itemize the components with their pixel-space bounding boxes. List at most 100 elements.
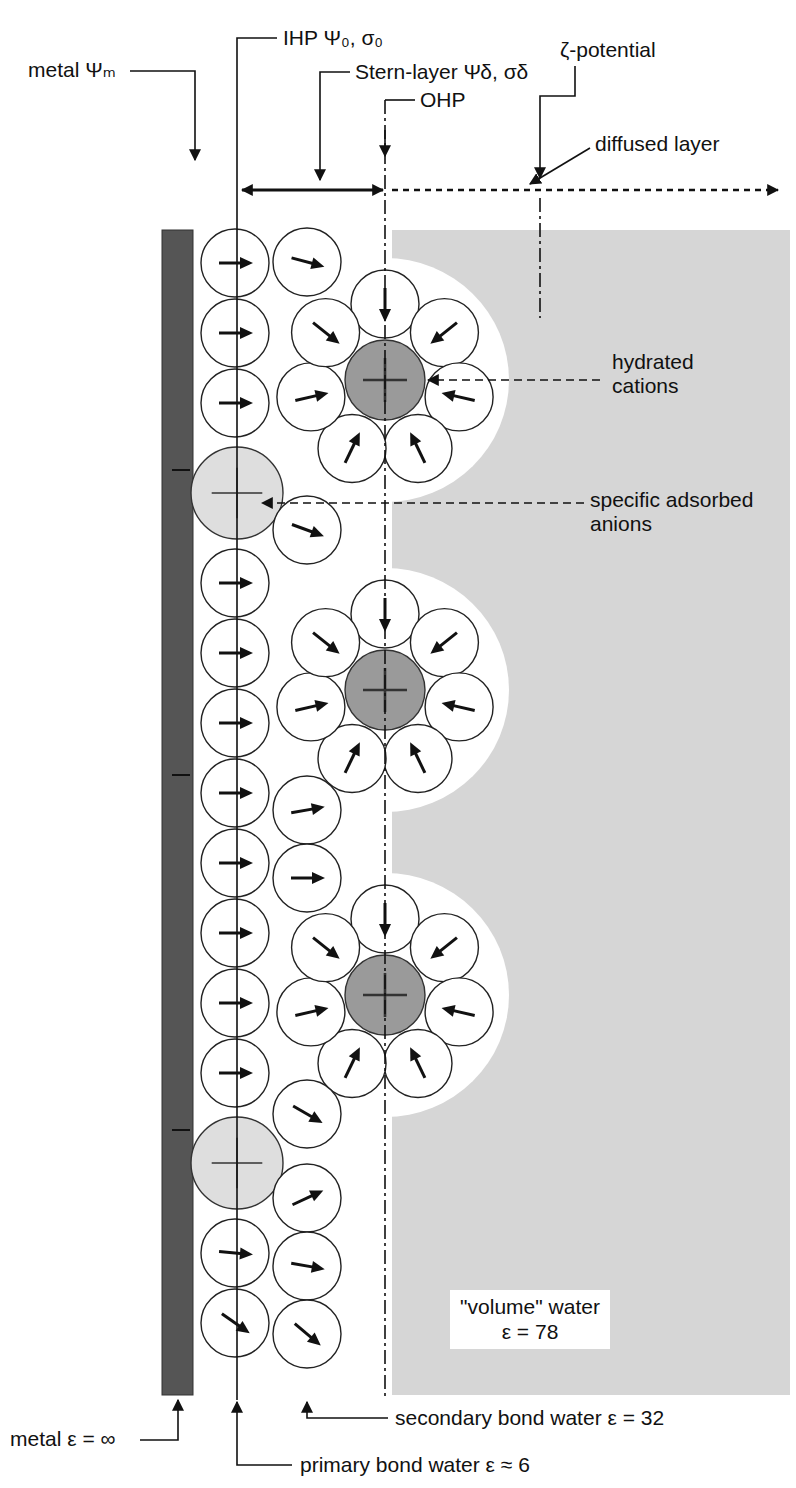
dipole-arrow (219, 402, 243, 405)
dipole-arrow (451, 705, 474, 710)
dipole-arrow (415, 751, 425, 773)
stern-label: Stern-layer Ψδ, σδ (355, 60, 528, 84)
plane-label: OHP (420, 88, 466, 112)
dipole-arrow (345, 751, 355, 773)
dipole-arrowhead (240, 257, 253, 269)
water-circle (273, 496, 341, 564)
ohp-line (384, 100, 386, 1400)
water-molecule (273, 228, 341, 296)
water-molecule (273, 1080, 341, 1148)
diffuse-span-arrow (392, 189, 778, 192)
dipole-arrowhead (442, 390, 456, 402)
dipole-arrow (293, 1106, 314, 1118)
water-molecule (410, 914, 478, 982)
dipole-arrow (438, 633, 457, 648)
water-molecule (273, 1232, 341, 1300)
water-circle (277, 978, 345, 1046)
dipole-arrowhead (309, 1190, 323, 1201)
water-molecule (384, 1029, 452, 1097)
dipole-arrowhead (240, 927, 253, 939)
dipole-arrow (438, 938, 457, 953)
dipole-arrowhead (326, 641, 340, 654)
water-molecule (201, 1289, 269, 1357)
dipole-arrowhead (349, 742, 360, 756)
dipole-arrow (219, 582, 243, 585)
dipole-arrowhead (410, 1047, 421, 1061)
water-circle (384, 414, 452, 482)
dipole-arrow (313, 323, 332, 338)
ihp-line (237, 38, 277, 1400)
water-circle (410, 609, 478, 677)
dipole-arrowhead (310, 526, 324, 537)
dipole-arrowhead (240, 857, 253, 869)
dipole-arrowhead (240, 997, 253, 1009)
dipole-arrow (313, 633, 332, 648)
water-molecule (277, 363, 345, 431)
dipole-arrow (222, 1314, 242, 1328)
dipole-arrow (219, 932, 243, 935)
leader-line (307, 1402, 388, 1418)
water-circle (201, 619, 269, 687)
dipole-arrow (451, 1010, 474, 1015)
water-circle (273, 228, 341, 296)
water-circle (384, 724, 452, 792)
water-circle (273, 776, 341, 844)
dipole-arrow (219, 1252, 243, 1254)
dipole-arrow (219, 262, 243, 265)
dipole-arrowhead (314, 390, 328, 402)
water-molecule (273, 1300, 341, 1368)
water-molecule (201, 1219, 269, 1287)
water-molecule (201, 369, 269, 437)
water-molecule (384, 724, 452, 792)
water-molecule (277, 673, 345, 741)
dipole-arrow (451, 395, 474, 400)
leader-line (262, 502, 584, 504)
dipole-arrow (219, 722, 243, 725)
water-molecule (201, 759, 269, 827)
leader-line (140, 1400, 178, 1440)
dipole-arrowhead (311, 803, 325, 815)
water-circle (292, 299, 360, 367)
dipole-arrowhead (240, 397, 253, 409)
dipole-arrowhead (430, 946, 444, 959)
stern-span-arrow (242, 189, 383, 192)
water-circle (201, 299, 269, 367)
plane-label: IHP Ψ₀, σ₀ (283, 26, 383, 50)
water-circle (201, 969, 269, 1037)
dipole-arrowhead (430, 641, 444, 654)
water-molecule (201, 899, 269, 967)
dipole-arrow (295, 1010, 318, 1015)
dipole-arrow (219, 1002, 243, 1005)
dipole-arrow (292, 1195, 314, 1205)
dipole-arrow (219, 332, 243, 335)
dipole-arrow (291, 877, 315, 880)
layer-label: primary bond water ε ≈ 6 (300, 1453, 530, 1477)
dipole-arrow (345, 1056, 355, 1078)
metal-electrode (162, 230, 193, 1395)
water-molecule (292, 609, 360, 677)
water-circle (201, 689, 269, 757)
water-molecule (273, 1164, 341, 1232)
leader-arrow (384, 130, 386, 156)
water-circle (201, 1219, 269, 1287)
callout-label: specific adsorbed anions (590, 488, 786, 536)
dipole-arrow (219, 652, 243, 655)
water-circle (384, 1029, 452, 1097)
layer-label: metal ε = ∞ (10, 1427, 115, 1451)
water-molecule (201, 969, 269, 1037)
dipole-arrow (345, 441, 355, 463)
water-molecule (201, 829, 269, 897)
water-molecule (410, 299, 478, 367)
dipole-arrow (295, 395, 318, 400)
zeta-label: ζ-potential (560, 38, 656, 62)
metal-label: metal Ψₘ (28, 58, 116, 82)
water-circle (201, 369, 269, 437)
water-molecule (273, 776, 341, 844)
leader-line (237, 1402, 292, 1465)
dipole-arrowhead (239, 1247, 252, 1259)
dipole-arrowhead (240, 1067, 253, 1079)
water-circle (273, 1080, 341, 1148)
dipole-arrowhead (311, 1261, 325, 1273)
dipole-arrow (219, 862, 243, 865)
leader-line (428, 379, 600, 381)
